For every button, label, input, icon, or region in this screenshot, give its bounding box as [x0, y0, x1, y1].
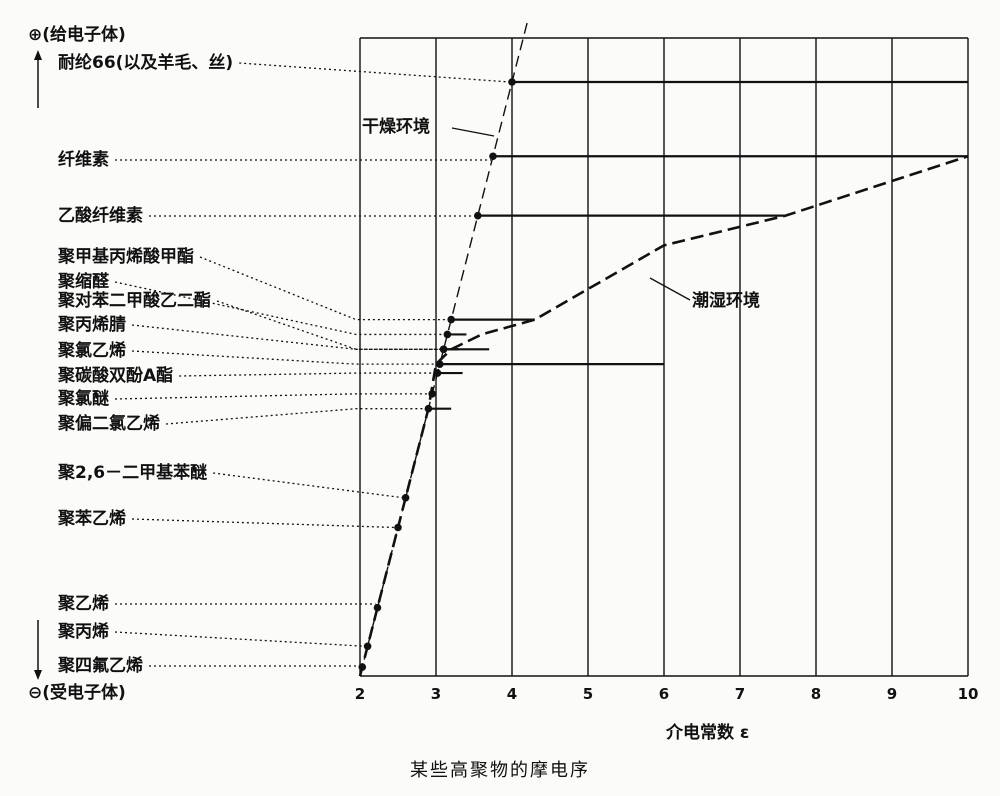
x-tick-label-6: 6	[659, 685, 669, 703]
material-point	[363, 642, 372, 651]
material-point	[401, 494, 410, 502]
material-label: 聚氯乙烯	[57, 340, 126, 361]
x-tick-label-5: 5	[583, 685, 593, 703]
x-tick-label-9: 9	[887, 685, 897, 703]
grid	[359, 37, 969, 677]
material-leader-line	[114, 393, 433, 400]
material-point	[489, 152, 497, 161]
material-leader-line	[213, 472, 404, 499]
x-tick-label-2: 2	[355, 685, 365, 703]
material-label: 聚氯醚	[57, 388, 109, 409]
x-tick-label-7: 7	[735, 685, 745, 703]
material-leader-line	[216, 300, 444, 350]
x-tick-label-10: 10	[958, 685, 979, 703]
material-label: 聚丙烯	[57, 621, 109, 642]
material-leader-line	[114, 631, 366, 647]
data-points	[358, 78, 968, 671]
dry-label-pointer	[451, 127, 495, 137]
x-axis-label: 介电常数 ε	[665, 722, 749, 743]
material-label: 聚碳酸双酚A酯	[57, 365, 173, 386]
material-leader-line	[131, 518, 397, 529]
figure-caption: 某些高聚物的摩电序	[410, 760, 590, 781]
material-label: 聚苯乙烯	[57, 508, 126, 529]
x-tick-label-3: 3	[431, 685, 441, 703]
acceptor-arrow-head	[34, 670, 42, 680]
humid-curve-label: 潮湿环境	[692, 290, 760, 311]
material-point	[424, 404, 433, 413]
material-label: 聚2,6－二甲基苯醚	[57, 462, 207, 483]
material-point	[358, 663, 367, 671]
material-label: 聚甲基丙烯酸甲酯	[57, 246, 194, 267]
dry-environment-curve	[359, 22, 528, 677]
material-point	[447, 315, 456, 324]
material-point	[474, 211, 482, 220]
material-label: 聚丙烯腈	[57, 314, 126, 335]
material-point	[428, 390, 437, 398]
material-labels: 耐纶66(以及羊毛、丝) 纤维素乙酸纤维素聚甲基丙烯酸甲酯聚缩醛聚对苯二甲酸乙二酯…	[57, 52, 233, 676]
material-point	[443, 330, 452, 339]
acceptor-pole-label: ⊖(受电子体)	[28, 682, 126, 703]
material-leader-line	[239, 62, 511, 83]
material-label: 纤维素	[58, 149, 109, 170]
x-tick-label-8: 8	[811, 685, 821, 703]
material-point	[439, 345, 448, 354]
material-label: 聚缩醛	[57, 271, 110, 292]
material-point	[436, 360, 444, 368]
material-label: 聚四氟乙烯	[57, 655, 143, 676]
material-leader-line	[199, 256, 452, 321]
leader-lines	[114, 62, 511, 667]
material-label: 聚偏二氯乙烯	[57, 413, 160, 434]
dry-curve-label: 干燥环境	[362, 116, 430, 137]
material-point	[394, 523, 402, 532]
material-point	[373, 603, 382, 612]
material-leader-line	[179, 372, 438, 377]
x-tick-label-4: 4	[507, 685, 517, 703]
x-ticks: 2 3 4 5 6 7 8 9 10	[355, 685, 979, 703]
material-label: 聚乙烯	[57, 593, 109, 614]
material-leader-line	[131, 324, 444, 350]
material-label: 乙酸纤维素	[58, 205, 143, 226]
material-leader-line	[131, 350, 440, 365]
material-point	[508, 78, 516, 86]
material-leader-line	[114, 281, 448, 336]
donor-pole-label: ⊕(给电子体)	[28, 24, 126, 45]
material-label: 耐纶66(以及羊毛、丝)	[58, 52, 233, 73]
material-leader-line	[165, 408, 429, 425]
material-label: 聚对苯二甲酸乙二酯	[57, 290, 211, 311]
humid-label-pointer	[649, 277, 691, 301]
donor-arrow-head	[34, 50, 42, 60]
material-point	[433, 369, 442, 377]
